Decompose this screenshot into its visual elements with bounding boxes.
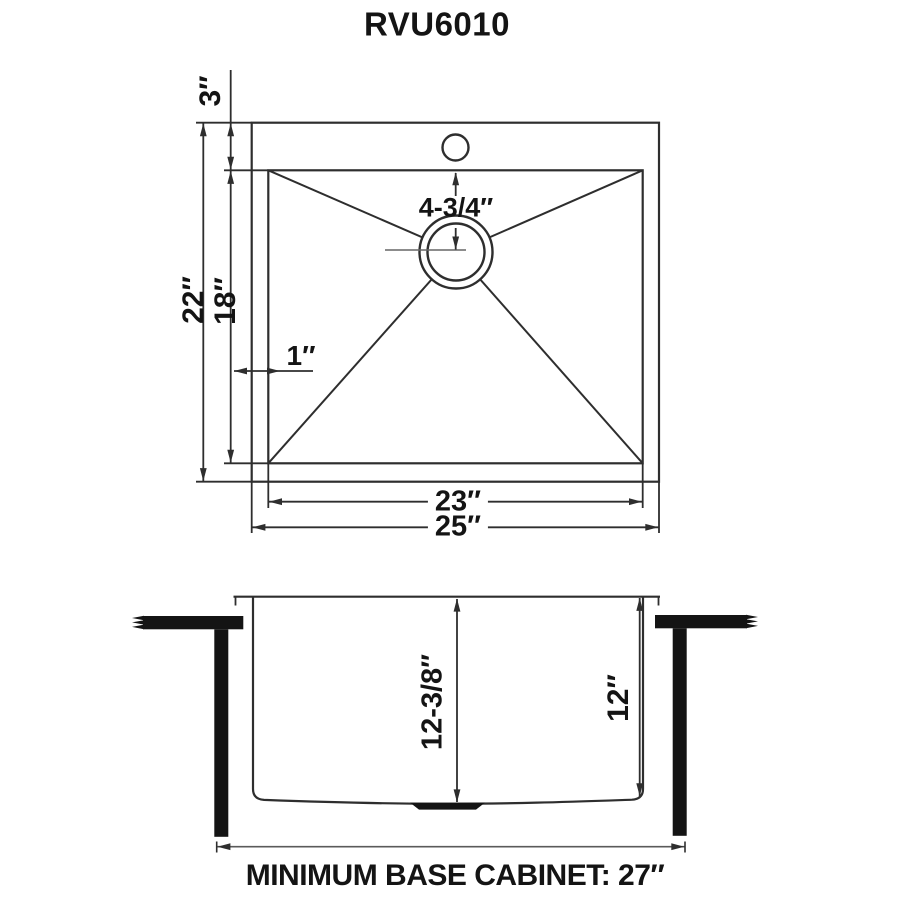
drain-inner-icon: [426, 222, 486, 282]
side-view-drawing: [132, 595, 758, 853]
cabinet-wall-left: [214, 629, 229, 837]
drain-fitting-icon: [410, 802, 485, 810]
dim-overall-height-label: 22″: [177, 276, 210, 324]
model-title: RVU6010: [364, 5, 510, 43]
top-view-drawing: [196, 70, 661, 533]
dim-bowl-width-label: 23″: [427, 487, 489, 517]
break-hatch-left-icon: [132, 615, 144, 630]
drain-outer-icon: [418, 214, 494, 290]
base-cabinet-note: MINIMUM BASE CABINET: 27″: [245, 859, 665, 892]
break-hatch-right-icon: [746, 614, 758, 629]
dim-rim-left-label: 1″: [286, 340, 316, 371]
dim-right-depth-label: 12″: [602, 674, 635, 722]
sink-bowl-opening: [267, 169, 644, 465]
sink-outer-rim: [250, 121, 661, 483]
faucet-hole-icon: [441, 133, 470, 162]
dimension-arrows-side: [217, 597, 685, 851]
dim-bowl-depth-label: 12-3/8″: [416, 653, 449, 751]
dim-bowl-height-label: 18″: [209, 277, 242, 325]
countertop-right: [655, 615, 747, 629]
dim-drain-offset-label: 4-3/4″: [418, 192, 494, 223]
countertop-left: [143, 616, 244, 630]
dim-overall-width-label: 25″: [427, 512, 489, 542]
dim-rim-top-label: 3″: [194, 75, 227, 107]
cabinet-wall-right: [672, 628, 687, 836]
dimension-arrows-top: [199, 123, 659, 531]
